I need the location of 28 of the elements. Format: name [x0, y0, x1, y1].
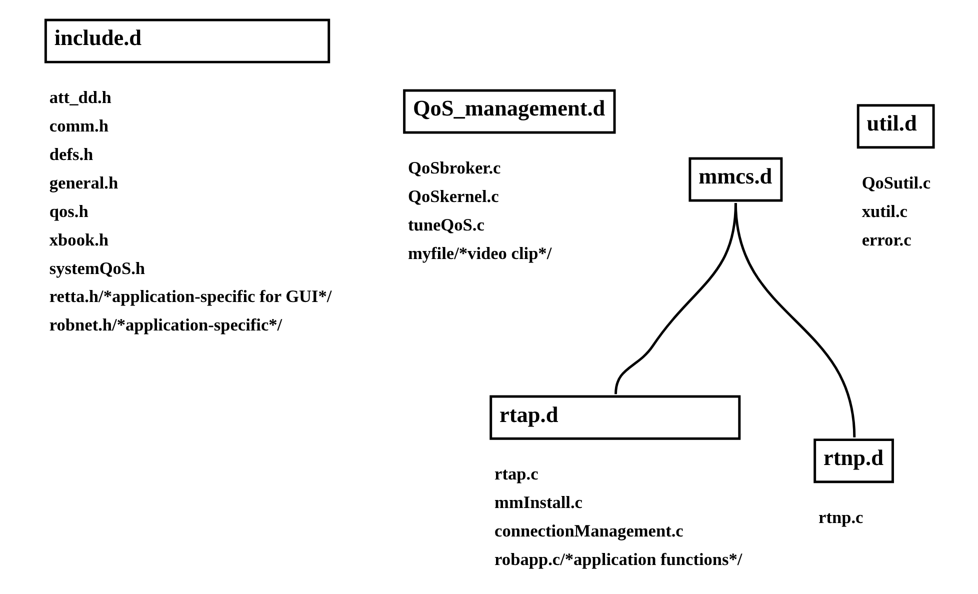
node-box: rtnp.d: [814, 438, 894, 484]
node-box: mmcs.d: [688, 157, 783, 202]
node-label: xutil.c: [862, 202, 908, 221]
node-label: defs.h: [49, 144, 94, 164]
node-label: systemQoS.h: [49, 258, 146, 278]
node-box: util.d: [856, 104, 935, 149]
node-label: tuneQoS.c: [408, 215, 484, 234]
node-label: mmInstall.c: [494, 493, 582, 512]
node-label: QoSkernel.c: [408, 187, 499, 206]
node-box: include.d: [44, 18, 330, 64]
node-label: general.h: [49, 173, 118, 192]
node-label: robapp.c/*application functions*/: [494, 550, 742, 569]
node-label: comm.h: [49, 116, 108, 136]
node-label: xbook.h: [49, 230, 109, 250]
node-box: rtap.d: [490, 395, 741, 440]
node-label: qos.h: [49, 202, 88, 221]
node-label: QoSbroker.c: [408, 158, 501, 178]
node-label: att_dd.h: [49, 88, 112, 108]
node-label: robnet.h/*application-specific*/: [49, 316, 282, 335]
node-label: connectionManagement.c: [494, 522, 684, 541]
node-label: QoSutil.c: [862, 173, 931, 192]
node-label: error.c: [862, 230, 912, 250]
node-label: myfile/*video clip*/: [408, 244, 552, 263]
node-label: retta.h/*application-specific for GUI*/: [49, 287, 332, 306]
node-label: rtap.c: [494, 464, 538, 484]
connector: [734, 202, 856, 438]
node-box: QoS_management.d: [403, 89, 616, 134]
node-label: rtnp.c: [818, 508, 864, 527]
